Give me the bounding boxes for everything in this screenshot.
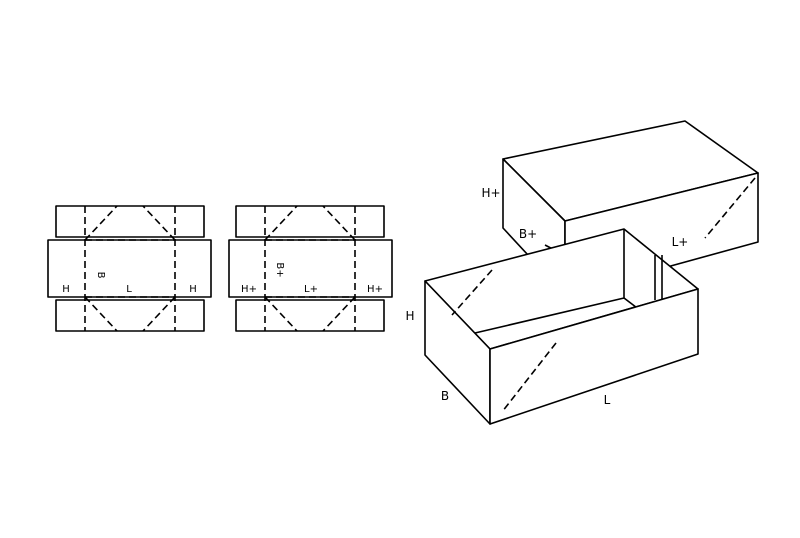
base-label-b: B — [441, 389, 449, 403]
base-label-l: L — [604, 393, 611, 407]
fold-lines — [264, 205, 356, 332]
base-side-face — [489, 288, 699, 425]
lid-label-l: L+ — [672, 235, 689, 249]
label-h-right: H — [189, 284, 197, 295]
base-fold-line — [501, 342, 557, 413]
label-h-left: H — [62, 284, 70, 295]
bottom-flap — [55, 299, 205, 332]
lid-blank-flat: H+ B+ L+ H+ — [228, 205, 393, 332]
top-flap — [55, 205, 205, 238]
bottom-flap — [235, 299, 385, 332]
base-blank-flat: H B L H — [47, 205, 212, 332]
label-l: L+ — [304, 284, 318, 295]
label-l: L — [126, 284, 132, 295]
base-label-h: H — [405, 309, 414, 323]
fold-lines — [84, 205, 176, 332]
label-b: B+ — [274, 262, 285, 277]
top-flap — [235, 205, 385, 238]
base-fold-line — [451, 269, 493, 316]
lid-fold-line — [704, 177, 756, 239]
lid-label-h: H+ — [481, 186, 500, 200]
label-h-right: H+ — [367, 284, 383, 295]
lid-label-b: B+ — [519, 227, 537, 241]
label-h-left: H+ — [241, 284, 257, 295]
base-3d: H B L — [405, 228, 699, 425]
label-b: B — [95, 272, 106, 279]
